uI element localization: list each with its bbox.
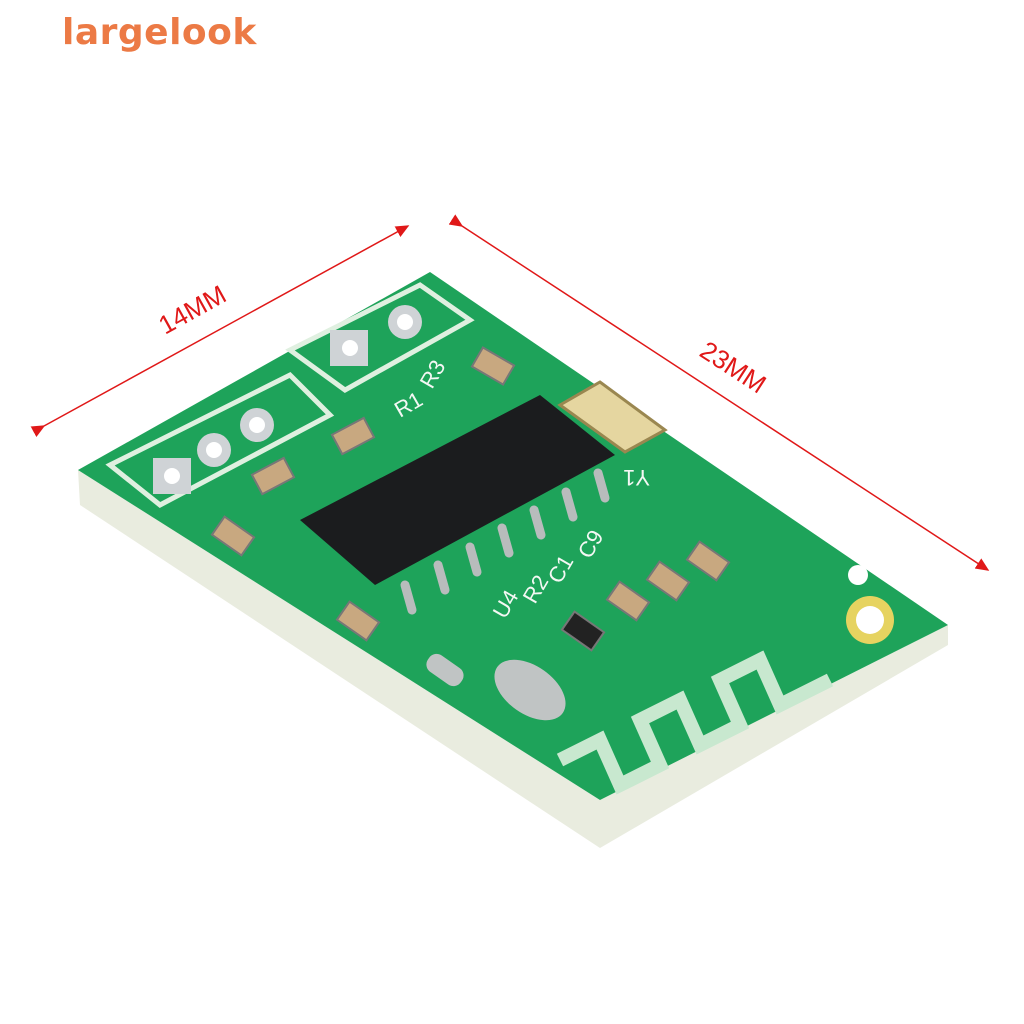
header-pads bbox=[153, 305, 422, 494]
silk-label-y1: Y1 bbox=[623, 465, 650, 490]
width-dimension-label: 14MM bbox=[153, 279, 231, 340]
crystal-oscillator bbox=[557, 380, 668, 454]
brand-logo: largelook bbox=[62, 12, 257, 53]
length-dimension-arrow bbox=[448, 214, 990, 571]
ic-chip bbox=[300, 395, 615, 615]
width-dimension-arrow bbox=[30, 225, 410, 438]
smd-components bbox=[210, 346, 731, 652]
length-dimension-label: 23MM bbox=[695, 335, 772, 400]
board-edge bbox=[78, 470, 948, 848]
